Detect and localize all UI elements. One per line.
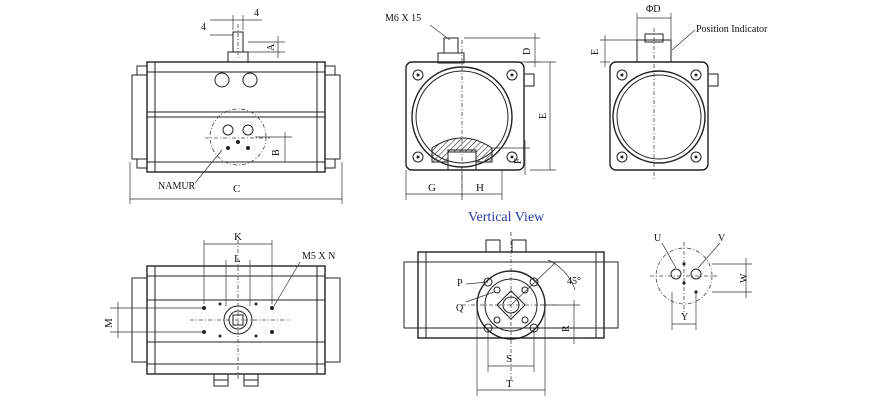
label-dim-T: T: [506, 378, 513, 390]
label-dim-Y: Y: [681, 312, 688, 323]
label-dim-G: G: [428, 182, 436, 194]
label-dim-L: L: [234, 253, 241, 265]
label-bolt: M6 X 15: [385, 13, 421, 24]
label-dim-V: V: [718, 233, 726, 244]
label-dim-C: C: [233, 183, 240, 195]
diagram-title: Vertical View: [468, 210, 545, 225]
label-dim-W: W: [739, 273, 750, 283]
label-dim-B: B: [271, 149, 282, 156]
label-dim-Q: Q: [456, 303, 464, 314]
label-phi-D: ΦD: [646, 4, 661, 15]
label-position-indicator: Position Indicator: [696, 24, 768, 35]
label-dim-S: S: [506, 353, 512, 365]
label-dim-D: D: [522, 48, 533, 55]
label-dim-P: P: [457, 278, 463, 289]
label-angle: 45°: [567, 276, 581, 287]
label-dim-K: K: [234, 231, 242, 243]
label-dim-F: F: [513, 158, 524, 164]
side-view-indicator: [600, 13, 719, 180]
label-m5: M5 X N: [302, 251, 335, 262]
label-dim-4b: 4: [254, 8, 259, 19]
front-view: [129, 15, 343, 204]
side-view: [405, 24, 556, 200]
label-dim-E2: E: [590, 49, 601, 55]
label-namur: NAMUR: [158, 181, 196, 192]
vertical-view: [403, 232, 619, 396]
bottom-view: [110, 240, 341, 387]
label-dim-A: A: [266, 43, 277, 51]
label-dim-E: E: [538, 113, 549, 119]
detail-view: [650, 242, 752, 330]
label-dim-U: U: [654, 233, 662, 244]
label-dim-H: H: [476, 182, 484, 194]
label-dim-R: R: [561, 325, 572, 332]
label-dim-M: M: [103, 318, 115, 328]
label-dim-4a: 4: [201, 22, 206, 33]
